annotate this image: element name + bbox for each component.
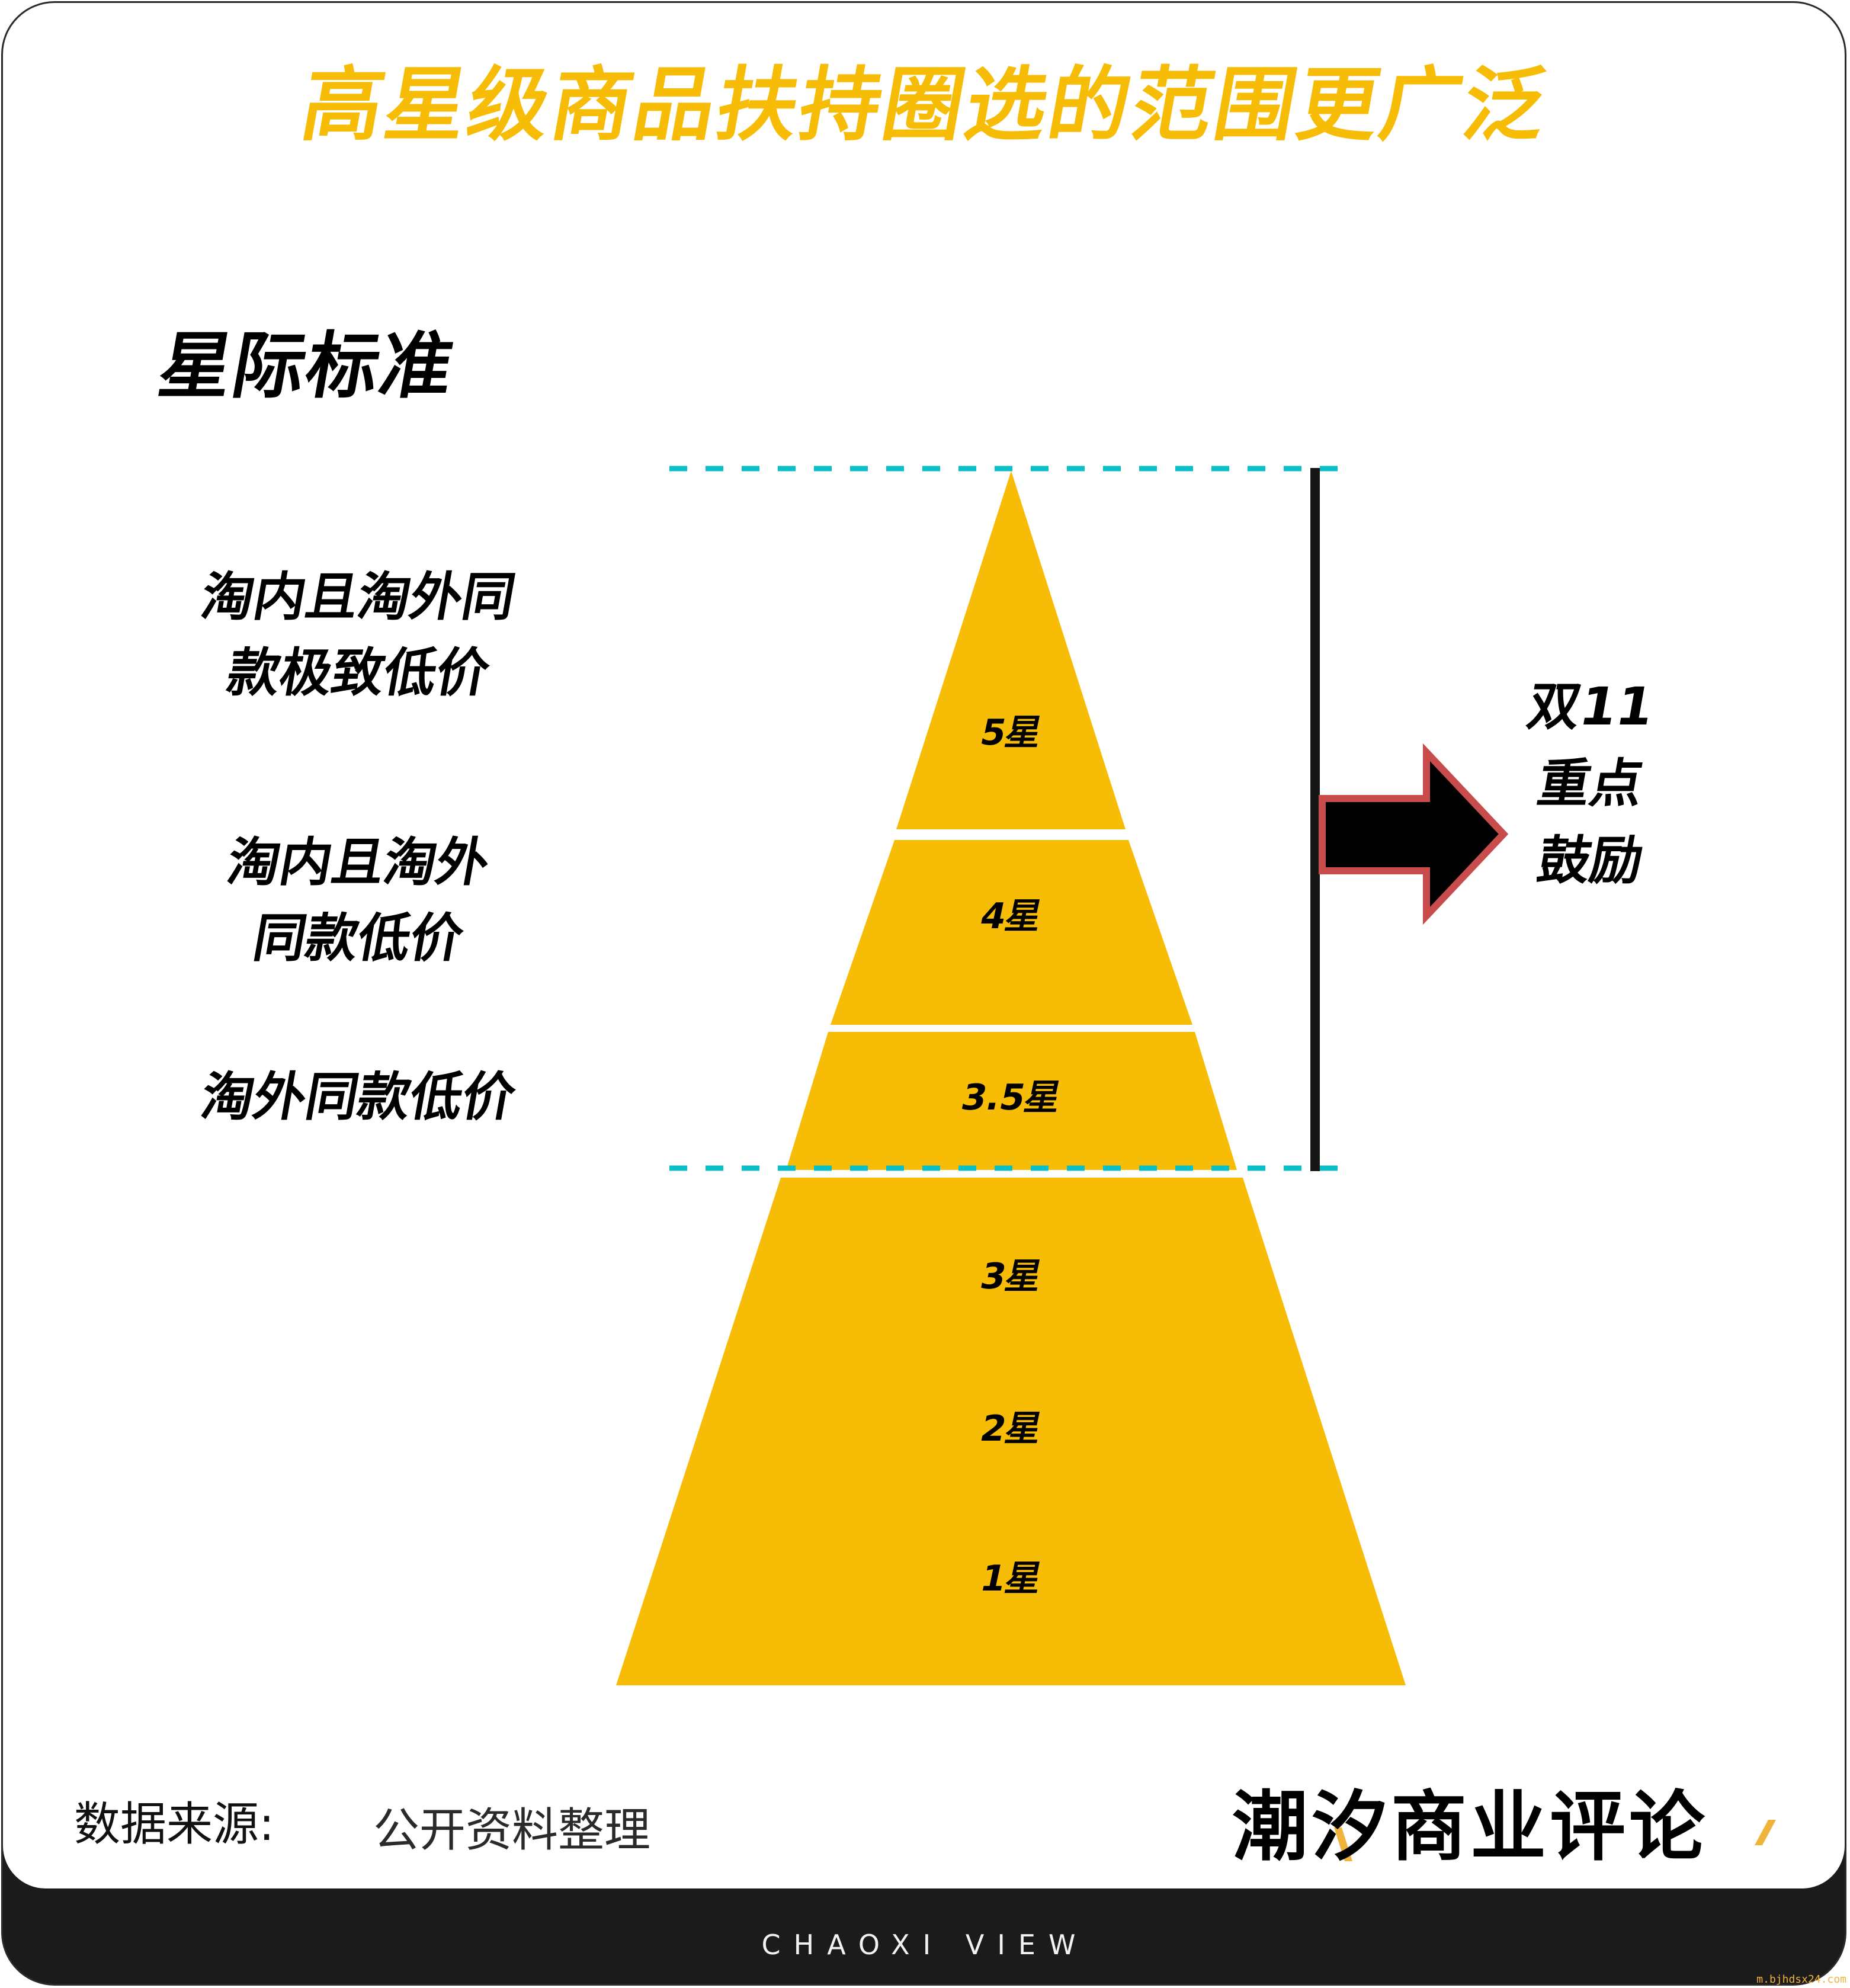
tier-5-star — [896, 471, 1126, 829]
brand-logo: 潮汐商业评论 — [1232, 1783, 1709, 1871]
watermark: m.bjhdsx24.com — [1756, 1973, 1846, 1986]
callout-line-1: 双11 — [1523, 676, 1659, 737]
tier-label-5-star: 5星 — [976, 712, 1046, 753]
tier-4-star — [831, 840, 1192, 1025]
tier-label-1-star: 1星 — [976, 1558, 1046, 1599]
criterion-5-star-line-1: 淘内且淘外同 — [196, 566, 521, 627]
callout-line-3: 鼓励 — [1532, 830, 1649, 891]
criterion-3-5-star: 淘外同款低价 — [196, 1066, 521, 1127]
brand-tagline: CHAOXI VIEW — [761, 1929, 1089, 1961]
bracket-line — [1310, 468, 1320, 1171]
tier-label-3-5-star: 3.5星 — [957, 1077, 1065, 1118]
page-title: 高星级商品扶持圈选的范围更广泛 — [294, 59, 1556, 152]
tier-3-5-star — [786, 1032, 1237, 1170]
logo-accent-2 — [1755, 1820, 1776, 1845]
tier-label-2-star: 2星 — [976, 1408, 1046, 1450]
criterion-5-star-line-2: 款极致低价 — [222, 642, 495, 703]
source-value: 公开资料整理 — [373, 1804, 651, 1857]
criterion-4-star-line-1: 淘内且淘外 — [222, 832, 495, 893]
source-label: 数据来源: — [74, 1798, 275, 1851]
tier-lower-block — [616, 1178, 1406, 1685]
logo-accent-1 — [1334, 1827, 1352, 1861]
tier-label-3-star: 3星 — [976, 1256, 1046, 1297]
callout-line-2: 重点 — [1532, 753, 1649, 814]
criterion-4-star-line-2: 同款低价 — [248, 908, 469, 969]
arrow-right-icon — [1319, 743, 1509, 925]
section-heading: 星际标准 — [152, 324, 461, 408]
tier-label-4-star: 4星 — [976, 896, 1046, 937]
